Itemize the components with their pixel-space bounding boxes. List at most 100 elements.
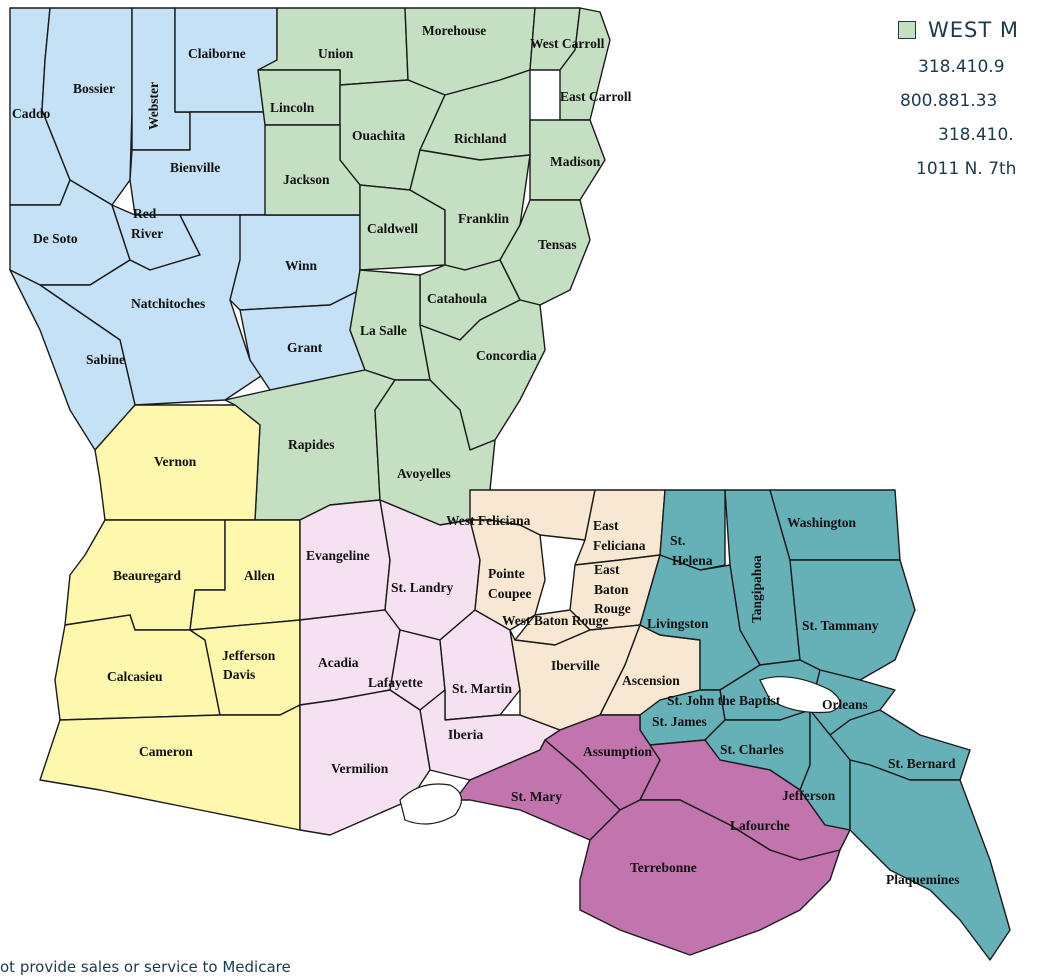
label-ascension: Ascension (622, 673, 680, 688)
label-tensas: Tensas (538, 237, 577, 252)
label-bossier: Bossier (73, 81, 115, 96)
label-livingston: Livingston (647, 616, 709, 631)
parish-cameron[interactable] (39, 704, 301, 831)
legend-swatch (898, 21, 916, 39)
label-lafourche: Lafourche (730, 818, 790, 833)
region-acadiana (299, 499, 561, 836)
region-bayou (454, 714, 851, 956)
label-caddo: Caddo (12, 106, 51, 121)
label-west-feliciana: West Feliciana (446, 513, 531, 528)
label-st-landry: St. Landry (391, 580, 454, 595)
legend-region-name: WEST M (928, 18, 1019, 42)
label-st-james: St. James (652, 714, 707, 729)
label-grant: Grant (287, 340, 323, 355)
parish-labels: Caddo Bossier Webster Claiborne Bienvill… (12, 23, 960, 887)
legend-panel: WEST M 318.410.9 800.881.33 318.410. 101… (898, 18, 1051, 184)
label-st-john: St. John the Baptist (667, 693, 781, 708)
region-southeast (639, 489, 1011, 961)
label-plaquemines: Plaquemines (886, 872, 960, 887)
label-avoyelles: Avoyelles (397, 466, 451, 481)
label-ebr-line1: East (594, 562, 620, 577)
label-st-helena: St. Helena (670, 533, 713, 568)
region-southwest (39, 404, 301, 831)
label-vermilion: Vermilion (331, 761, 389, 776)
label-pointe-coupee-line2: Coupee (488, 586, 532, 601)
parish-vernon[interactable] (94, 404, 261, 521)
label-claiborne: Claiborne (188, 46, 246, 61)
parish-madison[interactable] (529, 119, 606, 201)
label-iberville: Iberville (551, 658, 600, 673)
label-st-helena-line1: St. (670, 533, 685, 548)
label-jackson: Jackson (283, 172, 330, 187)
label-calcasieu: Calcasieu (107, 669, 163, 684)
label-allen: Allen (244, 568, 275, 583)
label-st-helena-line2: Helena (672, 553, 713, 568)
label-richland: Richland (454, 131, 507, 146)
label-west-carroll: West Carroll (530, 36, 605, 51)
parish-plaquemines[interactable] (849, 759, 1011, 961)
label-ebr-line2: Baton (594, 582, 629, 597)
label-webster: Webster (146, 82, 161, 130)
legend-row: WEST M (898, 18, 1051, 42)
label-sabine: Sabine (86, 352, 125, 367)
label-catahoula: Catahoula (427, 291, 487, 306)
label-cameron: Cameron (139, 744, 193, 759)
parish-terrebonne[interactable] (579, 799, 841, 956)
label-assumption: Assumption (583, 744, 653, 759)
label-east-feliciana-line1: East (593, 518, 619, 533)
label-lafayette: Lafayette (368, 675, 423, 690)
label-vernon: Vernon (154, 454, 197, 469)
label-st-charles: St. Charles (720, 742, 784, 757)
label-madison: Madison (550, 154, 601, 169)
footer-disclaimer: ot provide sales or service to Medicare (0, 958, 291, 976)
parish-lincoln[interactable] (257, 69, 341, 126)
region-northwest (9, 7, 366, 451)
label-jefferson: Jefferson (782, 788, 836, 803)
label-west-baton-rouge: West Baton Rouge (502, 613, 609, 628)
label-red-river-line1: Red (133, 206, 157, 221)
label-union: Union (318, 46, 354, 61)
label-natchitoches: Natchitoches (131, 296, 205, 311)
legend-info-line: 318.410. (938, 125, 1014, 145)
label-rapides: Rapides (288, 437, 335, 452)
legend-info-line: 1011 N. 7th (916, 159, 1017, 179)
label-orleans: Orleans (822, 697, 868, 712)
label-red-river-line2: River (131, 226, 163, 241)
label-lasalle: La Salle (360, 323, 407, 338)
label-franklin: Franklin (458, 211, 510, 226)
label-pointe-coupee-line1: Pointe (488, 566, 525, 581)
region-northeast (224, 7, 611, 526)
label-acadia: Acadia (318, 655, 359, 670)
legend-info-line: 318.410.9 (918, 57, 1005, 77)
label-ebr-line3: Rouge (594, 601, 631, 616)
label-evangeline: Evangeline (306, 548, 370, 563)
label-beauregard: Beauregard (113, 568, 181, 583)
water-white-lake (399, 783, 462, 825)
label-st-tammany: St. Tammany (802, 618, 879, 633)
label-desoto: De Soto (33, 231, 78, 246)
label-tangipahoa: Tangipahoa (749, 555, 764, 623)
label-terrebonne: Terrebonne (630, 860, 697, 875)
label-bienville: Bienville (170, 160, 220, 175)
water-lake-pontchartrain (759, 676, 841, 714)
label-east-carroll: East Carroll (560, 89, 632, 104)
parish-pointe-coupee[interactable] (469, 519, 546, 631)
label-st-mary: St. Mary (511, 789, 562, 804)
label-winn: Winn (285, 258, 318, 273)
label-st-martin: St. Martin (452, 681, 512, 696)
label-lincoln: Lincoln (270, 100, 315, 115)
label-east-feliciana-line2: Feliciana (593, 538, 646, 553)
parish-vermilion[interactable] (299, 689, 431, 836)
label-concordia: Concordia (476, 348, 537, 363)
label-jefferson-davis-line1: Jefferson (222, 648, 276, 663)
label-caldwell: Caldwell (367, 221, 418, 236)
label-iberia: Iberia (448, 727, 483, 742)
label-st-bernard: St. Bernard (888, 756, 956, 771)
label-washington: Washington (787, 515, 857, 530)
label-jefferson-davis-line2: Davis (223, 667, 255, 682)
